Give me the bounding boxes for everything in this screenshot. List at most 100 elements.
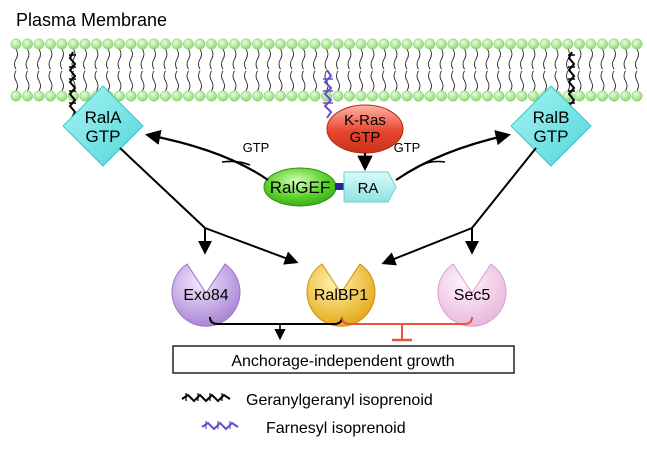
- ral-a-branch-line: [119, 147, 206, 229]
- lipid-head: [332, 90, 344, 102]
- lipid-head: [597, 90, 608, 102]
- lipid-head: [263, 38, 275, 50]
- lipid-head: [252, 38, 263, 50]
- k-ras-gtp: K-Ras GTP: [326, 104, 404, 154]
- ral-gef-linker: [335, 183, 344, 190]
- lipid-head: [10, 38, 22, 50]
- legend: Geranylgeranyl isoprenoid Farnesyl isopr…: [181, 392, 433, 437]
- ral-a-gtp: RalA GTP: [62, 85, 144, 167]
- lipid-head: [148, 38, 160, 50]
- ral-a-gtp-label: GTP: [86, 127, 121, 146]
- exo84: Exo84: [171, 263, 241, 327]
- lipid-head: [470, 38, 482, 50]
- ral-gef-label: RalGEF: [270, 178, 330, 197]
- lipid-head: [470, 90, 482, 102]
- lipid-head: [413, 90, 424, 102]
- lipid-head: [620, 38, 631, 50]
- lipid-head: [436, 38, 447, 50]
- lipid-head: [45, 38, 56, 50]
- ra-label: RA: [358, 180, 379, 197]
- lipid-head: [355, 38, 367, 50]
- lipid-head: [401, 90, 413, 102]
- k-ras-gtp-label: GTP: [350, 129, 381, 146]
- lipid-head: [229, 38, 240, 50]
- lipid-head: [321, 38, 332, 50]
- gtp-right-label: GTP: [394, 140, 421, 155]
- lipid-head: [160, 38, 171, 50]
- lipid-head: [240, 38, 252, 50]
- lipid-head: [137, 38, 148, 50]
- lipid-head: [309, 38, 321, 50]
- lipid-head: [631, 90, 643, 102]
- lipid-head: [263, 90, 275, 102]
- gtp-exchange-right-arrow: [395, 130, 512, 181]
- lipid-head: [125, 90, 137, 102]
- farnesyl-legend-label: Farnesyl isoprenoid: [266, 420, 406, 437]
- lipid-head: [355, 90, 367, 102]
- inhibit-bracket: [341, 316, 473, 325]
- lipid-head: [344, 90, 355, 102]
- lipid-head: [367, 38, 378, 50]
- lipid-head: [482, 90, 493, 102]
- outcome-label: Anchorage-independent growth: [231, 353, 454, 370]
- lipid-head: [424, 38, 436, 50]
- lipid-head: [252, 90, 263, 102]
- ral-a-to-ralbp1-arrow: [204, 227, 299, 265]
- lipid-head: [298, 38, 309, 50]
- lipid-head: [194, 38, 206, 50]
- k-ras-label: K-Ras: [344, 112, 386, 129]
- lipid-head: [33, 90, 45, 102]
- lipid-head: [148, 90, 160, 102]
- lipid-head: [68, 38, 79, 50]
- lipid-head: [424, 90, 436, 102]
- geranylgeranyl-anchor-left: [68, 51, 77, 119]
- lipid-head: [574, 38, 585, 50]
- lipid-head: [585, 38, 597, 50]
- lipid-head: [137, 90, 148, 102]
- lipid-head: [183, 38, 194, 50]
- lipid-head: [482, 38, 493, 50]
- lipid-head: [125, 38, 137, 50]
- lipid-head: [493, 38, 505, 50]
- membrane-label: Plasma Membrane: [16, 10, 167, 30]
- lipid-head: [10, 90, 22, 102]
- lipid-head: [79, 38, 91, 50]
- lipid-head: [102, 38, 114, 50]
- lipid-head: [367, 90, 378, 102]
- ral-a-label: RalA: [85, 108, 123, 127]
- lipid-head: [436, 90, 447, 102]
- farnesyl-legend-icon: [201, 421, 239, 431]
- lipid-head: [378, 38, 390, 50]
- lipid-head: [206, 38, 217, 50]
- lipid-head: [91, 38, 102, 50]
- sec5-label: Sec5: [454, 287, 491, 304]
- ral-b-to-ralbp1-arrow: [381, 227, 473, 266]
- lipid-head: [551, 38, 562, 50]
- lipid-head: [183, 90, 194, 102]
- lipid-head: [459, 90, 470, 102]
- lipid-head: [401, 38, 413, 50]
- lipid-head: [528, 90, 539, 102]
- lipid-head: [562, 38, 574, 50]
- sec5: Sec5: [437, 263, 507, 327]
- lipid-head: [33, 38, 45, 50]
- ral-b-gtp: RalB GTP: [510, 85, 592, 167]
- lipid-head: [539, 38, 551, 50]
- lipid-head: [574, 90, 585, 102]
- lipid-head: [171, 38, 183, 50]
- lipid-head: [585, 90, 597, 102]
- farnesyl-anchor: [323, 69, 333, 119]
- lipid-head: [286, 90, 298, 102]
- lipid-head: [194, 90, 206, 102]
- lipid-head: [286, 38, 298, 50]
- gtp-left-label: GTP: [243, 140, 270, 155]
- ral-b-branch-line: [471, 147, 537, 229]
- lipid-head: [171, 90, 183, 102]
- lipid-head: [390, 90, 401, 102]
- lipid-head: [493, 90, 505, 102]
- lipid-head: [206, 90, 217, 102]
- lipid-head: [459, 38, 470, 50]
- lipid-head: [620, 90, 631, 102]
- lipid-head: [275, 90, 286, 102]
